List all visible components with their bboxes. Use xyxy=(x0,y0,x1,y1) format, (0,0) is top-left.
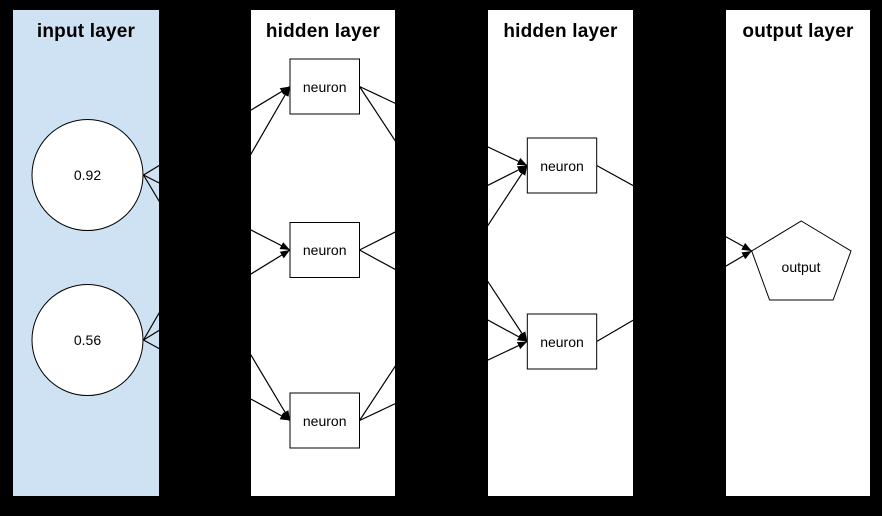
connection-arrow xyxy=(359,85,528,167)
input-layer-title: input layer xyxy=(36,21,136,42)
hidden1-neuron-label-2: neuron xyxy=(302,242,347,258)
hidden1-neuron-box-2 xyxy=(289,222,360,278)
connection-arrow xyxy=(359,249,528,343)
connection-arrow xyxy=(358,165,528,421)
output-node-pentagon xyxy=(751,220,852,301)
hidden1-neuron-box-1 xyxy=(289,58,360,115)
input-node-label-2: 0.56 xyxy=(73,332,102,348)
connection-arrow xyxy=(596,164,752,252)
connection-arrow xyxy=(359,340,528,422)
hidden2-neuron-box-1 xyxy=(526,137,598,194)
panel-hidden-layer-2: hidden layer xyxy=(488,10,633,496)
connection-arrow xyxy=(143,339,291,422)
connection-arrow xyxy=(142,174,291,421)
input-node-circle-2 xyxy=(31,284,144,396)
hidden2-neuron-label-2: neuron xyxy=(540,333,584,350)
hidden-layer-1-title: hidden layer xyxy=(265,21,381,42)
panel-input-layer: input layer xyxy=(13,10,159,496)
hidden2-neuron-box-2 xyxy=(526,313,598,370)
connections-layer xyxy=(142,85,753,422)
output-node-label: output xyxy=(781,259,821,275)
connection-arrow xyxy=(358,86,528,342)
hidden1-neuron-box-3 xyxy=(289,392,360,449)
input-node-circle-1 xyxy=(31,119,144,231)
connection-arrow xyxy=(143,85,291,176)
hidden2-neuron-label-1: neuron xyxy=(540,157,584,174)
input-node-label-1: 0.92 xyxy=(73,167,102,183)
hidden1-neuron-label-3: neuron xyxy=(302,412,347,429)
connection-arrow xyxy=(143,249,291,341)
hidden1-neuron-label-1: neuron xyxy=(302,78,347,95)
hidden-layer-2-title: hidden layer xyxy=(503,21,618,42)
connection-arrow xyxy=(359,164,528,251)
connection-arrow xyxy=(142,86,291,341)
output-layer-title: output layer xyxy=(742,21,854,42)
connection-arrow xyxy=(596,250,753,343)
